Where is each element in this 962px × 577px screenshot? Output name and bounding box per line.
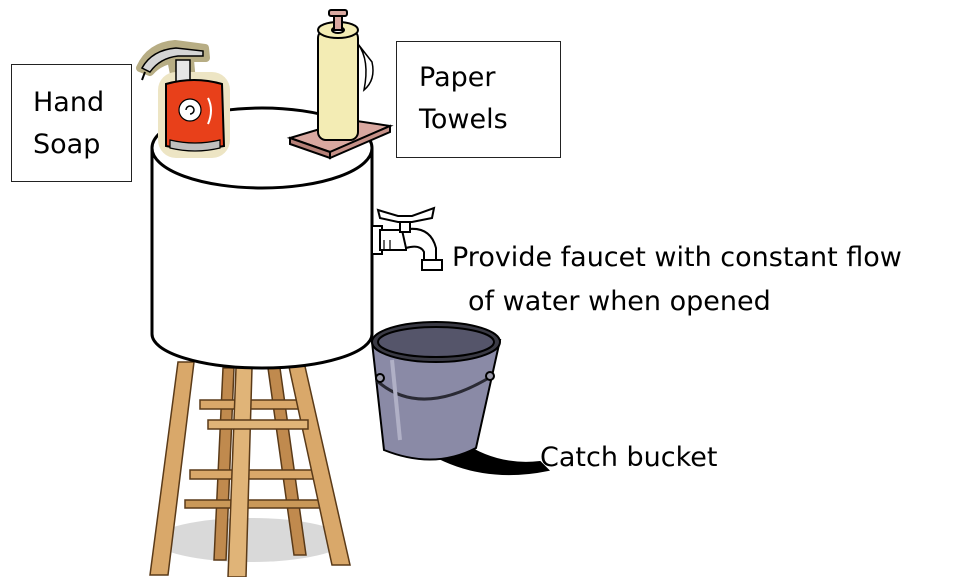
faucet-note-line-1: Provide faucet with constant flow <box>452 240 902 276</box>
hand-soap-label-box: Hand Soap <box>11 64 132 182</box>
catch-bucket-label: Catch bucket <box>540 440 718 476</box>
faucet-note-line-2: of water when opened <box>468 284 771 320</box>
hand-soap-label-line-1: Hand <box>33 85 104 121</box>
hand-soap-label-line-2: Soap <box>33 127 100 163</box>
paper-towels-label-line-2: Towels <box>419 102 508 138</box>
paper-towels-label-line-1: Paper <box>419 60 495 96</box>
faucet-icon <box>372 208 442 270</box>
paper-towels-label-box: Paper Towels <box>396 41 561 158</box>
stool-shadow <box>155 518 345 562</box>
bucket-icon <box>372 322 548 474</box>
paper-towel-roll-icon <box>290 10 390 158</box>
